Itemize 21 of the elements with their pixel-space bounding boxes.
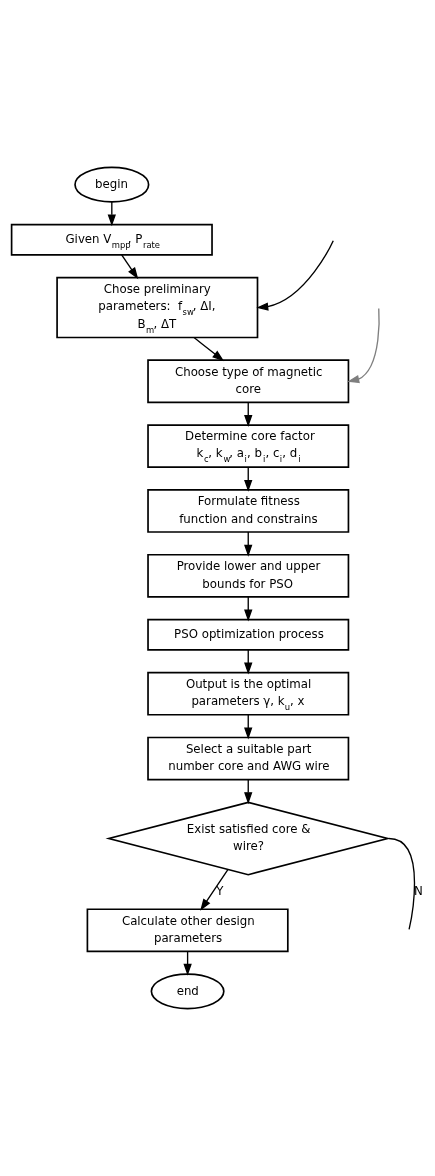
- node-box: Formulate fitness function and constrains: [147, 489, 350, 533]
- node-ellipse: end: [150, 973, 225, 1010]
- arrow: [200, 868, 229, 911]
- connector: [388, 837, 416, 931]
- node-box: Given V$_{mpp}$, P$_{rate}$: [10, 223, 213, 256]
- node-box: Chose preliminary parameters: f$_{sw}$, ΔI, B$_{m}$, ΔT: [56, 276, 259, 339]
- node-ellipse: begin: [74, 166, 150, 203]
- edge-label: N: [414, 884, 423, 899]
- node-diamond: Exist satisfied core & wire?: [105, 801, 391, 876]
- node-box: Output is the optimal parameters γ, k$_{u}$, x: [147, 671, 350, 716]
- arrow: [256, 240, 334, 311]
- node-box: Calculate other design parameters: [86, 908, 289, 953]
- arrow: [121, 254, 139, 280]
- node-box: Choose type of magnetic core: [147, 359, 350, 404]
- node-box: Determine core factor k$_{c}$, k$_{w}$, a$_{i}$, b$_{i}$, c$_{i}$, d$_{i}$: [147, 424, 350, 468]
- arrow: [347, 307, 380, 384]
- node-box: PSO optimization process: [147, 618, 350, 651]
- edge-label: Y: [216, 884, 224, 899]
- node-box: Select a suitable part number core and AWG wire: [147, 736, 350, 781]
- arrow: [193, 336, 225, 362]
- node-box: Provide lower and upper bounds for PSO: [147, 553, 350, 598]
